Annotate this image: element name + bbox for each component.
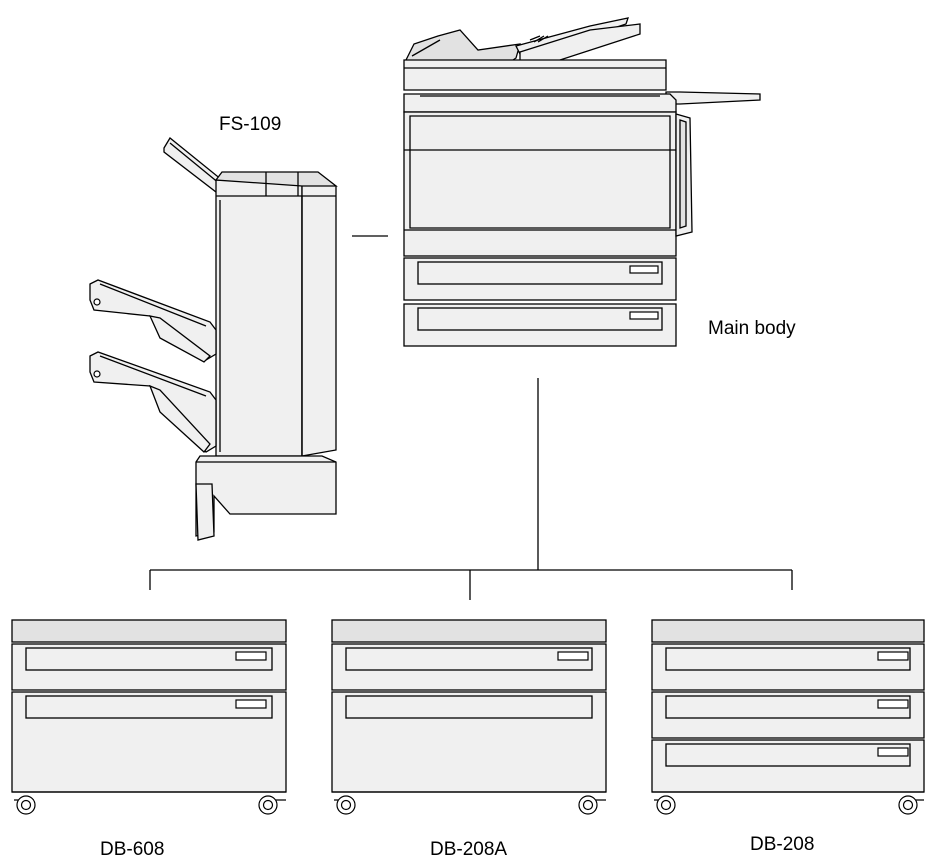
caster-right xyxy=(578,795,606,815)
caster-left xyxy=(654,795,676,815)
desk-db-208-label: DB-208 xyxy=(750,834,814,855)
main-body-unit xyxy=(403,17,761,347)
caster-right xyxy=(898,795,924,815)
desk-db-208 xyxy=(651,619,925,815)
caster-right xyxy=(258,795,286,815)
desk-db-608-label: DB-608 xyxy=(100,839,164,860)
caster-left xyxy=(334,795,356,815)
desk-db-208a xyxy=(331,619,607,815)
caster-left xyxy=(14,795,36,815)
desk-db-208a-label: DB-208A xyxy=(430,839,507,860)
main-body-label: Main body xyxy=(708,318,796,339)
finisher-label: FS-109 xyxy=(219,114,281,135)
finisher-fs-109 xyxy=(89,137,338,541)
desk-db-608 xyxy=(11,619,287,815)
connector-tree xyxy=(149,378,793,600)
